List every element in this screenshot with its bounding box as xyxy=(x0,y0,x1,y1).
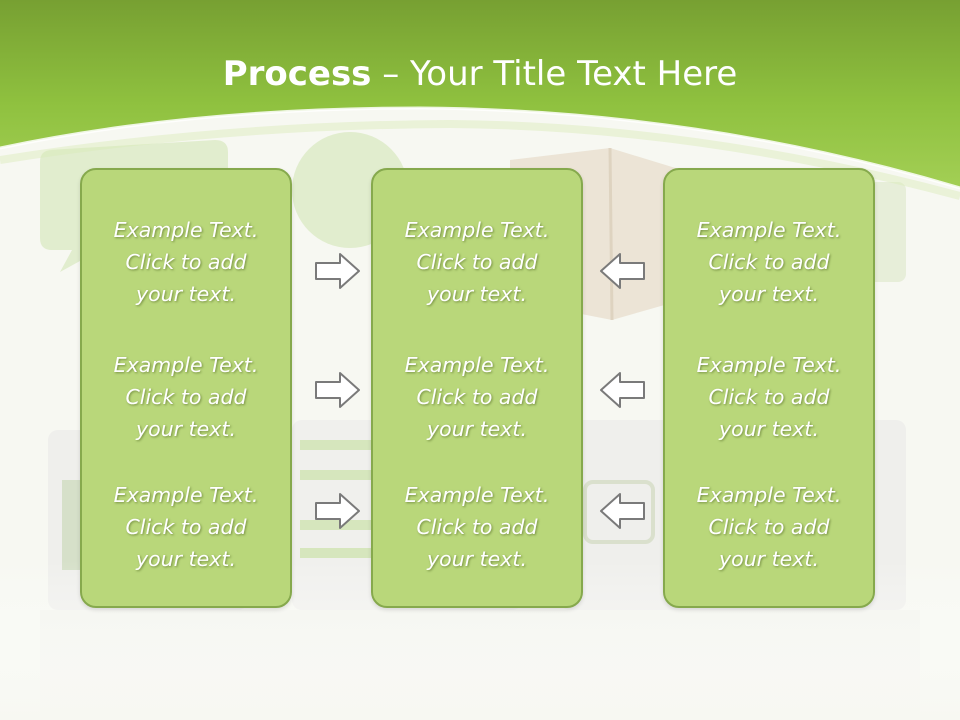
text-line: Example Text. xyxy=(113,483,259,507)
text-line: Example Text. xyxy=(696,218,842,242)
text-line: your text. xyxy=(136,417,236,441)
slide-title[interactable]: Process – Your Title Text Here xyxy=(0,52,960,96)
arrow-right-icon[interactable] xyxy=(314,370,362,410)
text-line: your text. xyxy=(719,282,819,306)
text-placeholder[interactable]: Example Text. Click to add your text. xyxy=(82,349,290,445)
text-line: your text. xyxy=(719,417,819,441)
text-placeholder[interactable]: Example Text. Click to add your text. xyxy=(373,479,581,575)
arrow-right-icon[interactable] xyxy=(314,491,362,531)
text-placeholder[interactable]: Example Text. Click to add your text. xyxy=(373,214,581,310)
text-line: Example Text. xyxy=(696,483,842,507)
text-line: your text. xyxy=(427,282,527,306)
text-line: Click to add xyxy=(708,250,830,274)
text-line: Example Text. xyxy=(113,353,259,377)
header-band xyxy=(0,0,960,200)
arrow-left-icon[interactable] xyxy=(598,370,646,410)
process-column-2[interactable]: Example Text. Click to add your text. Ex… xyxy=(371,168,583,608)
text-line: Example Text. xyxy=(404,353,550,377)
text-line: Click to add xyxy=(125,385,247,409)
text-placeholder[interactable]: Example Text. Click to add your text. xyxy=(665,479,873,575)
text-line: Click to add xyxy=(708,515,830,539)
slide-title-bold: Process xyxy=(222,54,372,94)
text-placeholder[interactable]: Example Text. Click to add your text. xyxy=(82,479,290,575)
text-line: Click to add xyxy=(708,385,830,409)
text-line: Click to add xyxy=(125,515,247,539)
text-line: Example Text. xyxy=(113,218,259,242)
text-line: Click to add xyxy=(125,250,247,274)
arrow-left-icon[interactable] xyxy=(598,491,646,531)
text-placeholder[interactable]: Example Text. Click to add your text. xyxy=(665,349,873,445)
text-placeholder[interactable]: Example Text. Click to add your text. xyxy=(373,349,581,445)
text-line: Example Text. xyxy=(696,353,842,377)
text-placeholder[interactable]: Example Text. Click to add your text. xyxy=(665,214,873,310)
process-column-3[interactable]: Example Text. Click to add your text. Ex… xyxy=(663,168,875,608)
process-column-1[interactable]: Example Text. Click to add your text. Ex… xyxy=(80,168,292,608)
arrow-right-icon[interactable] xyxy=(314,251,362,291)
text-line: Click to add xyxy=(416,250,538,274)
arrow-left-icon[interactable] xyxy=(598,251,646,291)
slide-title-rest: – Your Title Text Here xyxy=(371,54,738,94)
text-placeholder[interactable]: Example Text. Click to add your text. xyxy=(82,214,290,310)
text-line: Click to add xyxy=(416,515,538,539)
text-line: your text. xyxy=(427,547,527,571)
text-line: Example Text. xyxy=(404,218,550,242)
text-line: Example Text. xyxy=(404,483,550,507)
text-line: your text. xyxy=(136,547,236,571)
text-line: your text. xyxy=(719,547,819,571)
text-line: your text. xyxy=(136,282,236,306)
text-line: Click to add xyxy=(416,385,538,409)
text-line: your text. xyxy=(427,417,527,441)
